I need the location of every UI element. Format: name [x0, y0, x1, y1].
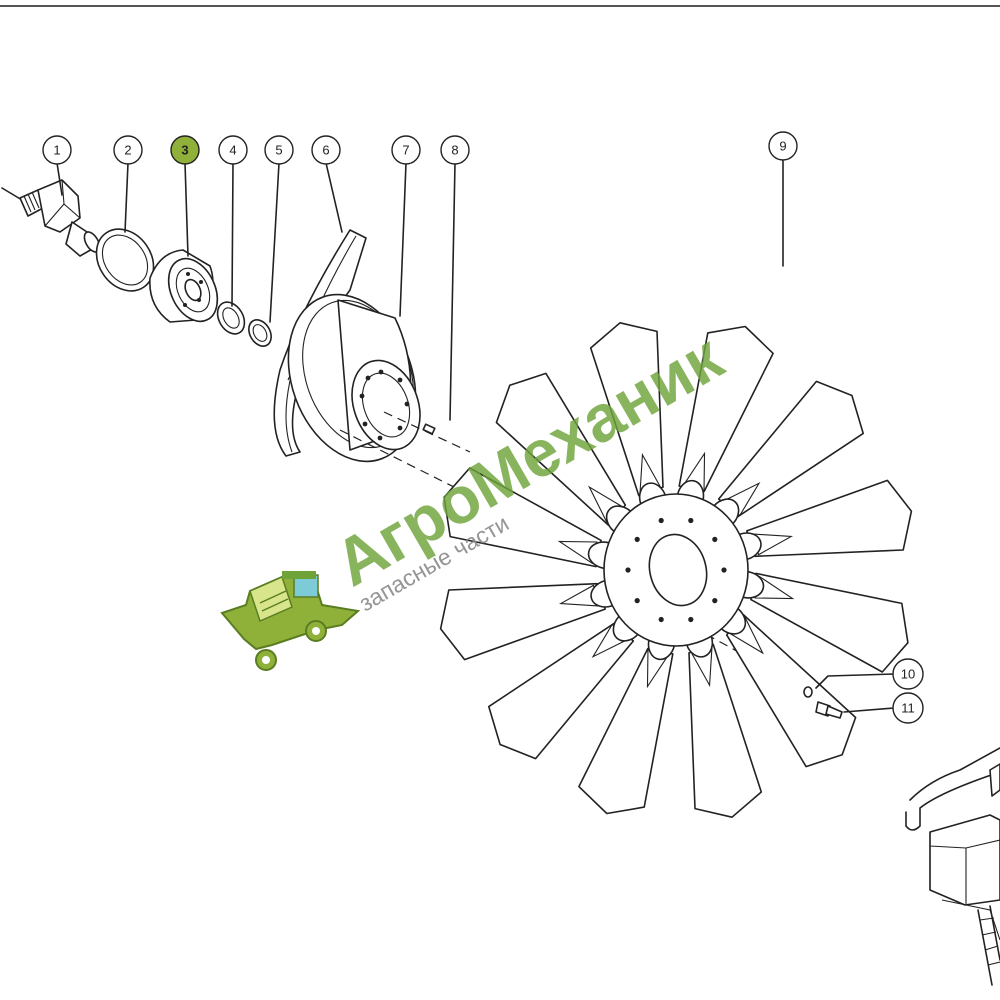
- svg-text:1: 1: [53, 143, 60, 158]
- fan-hub-bolt-hole: [634, 598, 640, 604]
- fan-hub-bolt-hole: [688, 517, 694, 524]
- part-2-snap-ring: [95, 228, 155, 292]
- assembly-line: [383, 411, 471, 453]
- callout-11: 11: [892, 692, 924, 724]
- callout-4: 4: [218, 135, 248, 165]
- svg-text:4: 4: [229, 143, 236, 158]
- part-5-o-ring: [248, 319, 272, 347]
- leader-lines: [56, 159, 895, 713]
- fan-hub-bolt-hole: [625, 567, 631, 573]
- machine-outline: [905, 747, 1000, 986]
- callout-8: 8: [440, 135, 470, 165]
- callout-10: 10: [892, 658, 924, 690]
- svg-text:3: 3: [181, 143, 188, 158]
- fan-hub-bolt-hole: [658, 616, 664, 623]
- callout-6: 6: [311, 135, 341, 165]
- part-3-bearing: [149, 249, 219, 323]
- fan-hub-bore: [648, 533, 708, 607]
- part-10-washer: [803, 686, 813, 698]
- fan-hub-bolt-hole: [721, 567, 727, 573]
- part-4-washer: [216, 301, 246, 335]
- part-9-fan: [439, 322, 913, 818]
- fan-hub-bolt-hole: [712, 536, 718, 543]
- svg-text:5: 5: [275, 143, 282, 158]
- combine-harvester-icon: [220, 571, 361, 671]
- part-11-bolt: [815, 701, 843, 719]
- svg-text:9: 9: [779, 139, 786, 154]
- svg-text:2: 2: [124, 143, 131, 158]
- fan-hub-bolt-hole: [658, 517, 664, 524]
- callout-9: 9: [768, 131, 798, 161]
- part-1-threaded-hub: [1, 179, 101, 257]
- callout-2: 2: [113, 135, 143, 165]
- callout-1: 1: [42, 135, 72, 165]
- fan-hub-bolt-hole: [712, 598, 718, 604]
- part-7-pulley: [287, 293, 421, 463]
- svg-text:11: 11: [901, 701, 915, 716]
- fan-hub-bolt-hole: [634, 536, 640, 543]
- callout-5: 5: [264, 135, 294, 165]
- callout-3: 3: [170, 135, 200, 165]
- fan-hub-bolt-hole: [688, 616, 694, 623]
- svg-text:7: 7: [402, 143, 409, 158]
- callout-7: 7: [391, 135, 421, 165]
- svg-text:8: 8: [451, 143, 458, 158]
- svg-text:6: 6: [322, 143, 329, 158]
- svg-text:10: 10: [901, 667, 915, 682]
